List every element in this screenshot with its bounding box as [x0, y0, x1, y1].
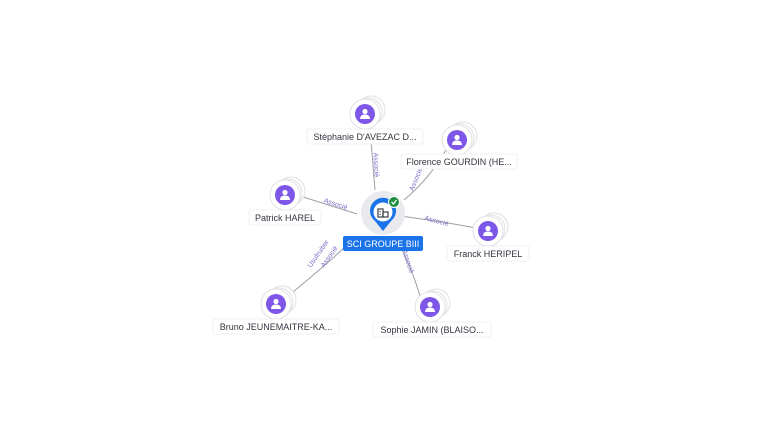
relation-label: Associé — [323, 197, 349, 211]
relation-edge — [299, 195, 358, 215]
node-label-box — [446, 245, 530, 262]
relation-label: Associé — [371, 152, 379, 177]
node-label-box — [248, 209, 322, 226]
node-label-box — [400, 153, 518, 170]
company-label-box — [343, 236, 423, 251]
person-icon — [452, 134, 462, 145]
person-nodes: Stéphanie D'AVEZAC D... Florence GOURDIN … — [212, 95, 530, 338]
relation-label: Associé — [409, 167, 425, 192]
person-icon — [483, 225, 493, 236]
building-icon — [377, 208, 389, 218]
person-node-franck[interactable]: Franck HERIPEL — [446, 212, 530, 262]
node-label-box — [372, 321, 492, 338]
person-name: Stéphanie D'AVEZAC D... — [313, 132, 416, 142]
person-name: Sophie JAMIN (BLAISO... — [380, 325, 483, 335]
person-node-patrick[interactable]: Patrick HAREL — [248, 176, 322, 226]
person-node-sophie[interactable]: Sophie JAMIN (BLAISO... — [372, 288, 492, 338]
person-name: Bruno JEUNEMAITRE-KA... — [220, 322, 333, 332]
person-node-florence[interactable]: Florence GOURDIN (HE... — [400, 121, 518, 170]
person-name: Patrick HAREL — [255, 213, 315, 223]
person-icon — [425, 301, 435, 312]
check-icon — [388, 196, 400, 208]
relation-label: Associé — [400, 249, 414, 275]
person-node-bruno[interactable]: Bruno JEUNEMAITRE-KA... — [212, 285, 340, 335]
company-name: SCI GROUPE BIII — [347, 239, 420, 249]
relation-label: Associé — [424, 215, 450, 228]
relation-edge — [399, 215, 477, 229]
node-label-box — [212, 318, 340, 335]
person-name: Florence GOURDIN (HE... — [406, 157, 512, 167]
person-node-stephanie[interactable]: Stéphanie D'AVEZAC D... — [306, 95, 424, 145]
person-icon — [280, 189, 290, 200]
person-name: Franck HERIPEL — [454, 249, 523, 259]
node-label-box — [306, 128, 424, 145]
person-icon — [360, 108, 370, 119]
person-icon — [271, 298, 281, 309]
company-node[interactable]: SCI GROUPE BIII — [343, 191, 423, 251]
